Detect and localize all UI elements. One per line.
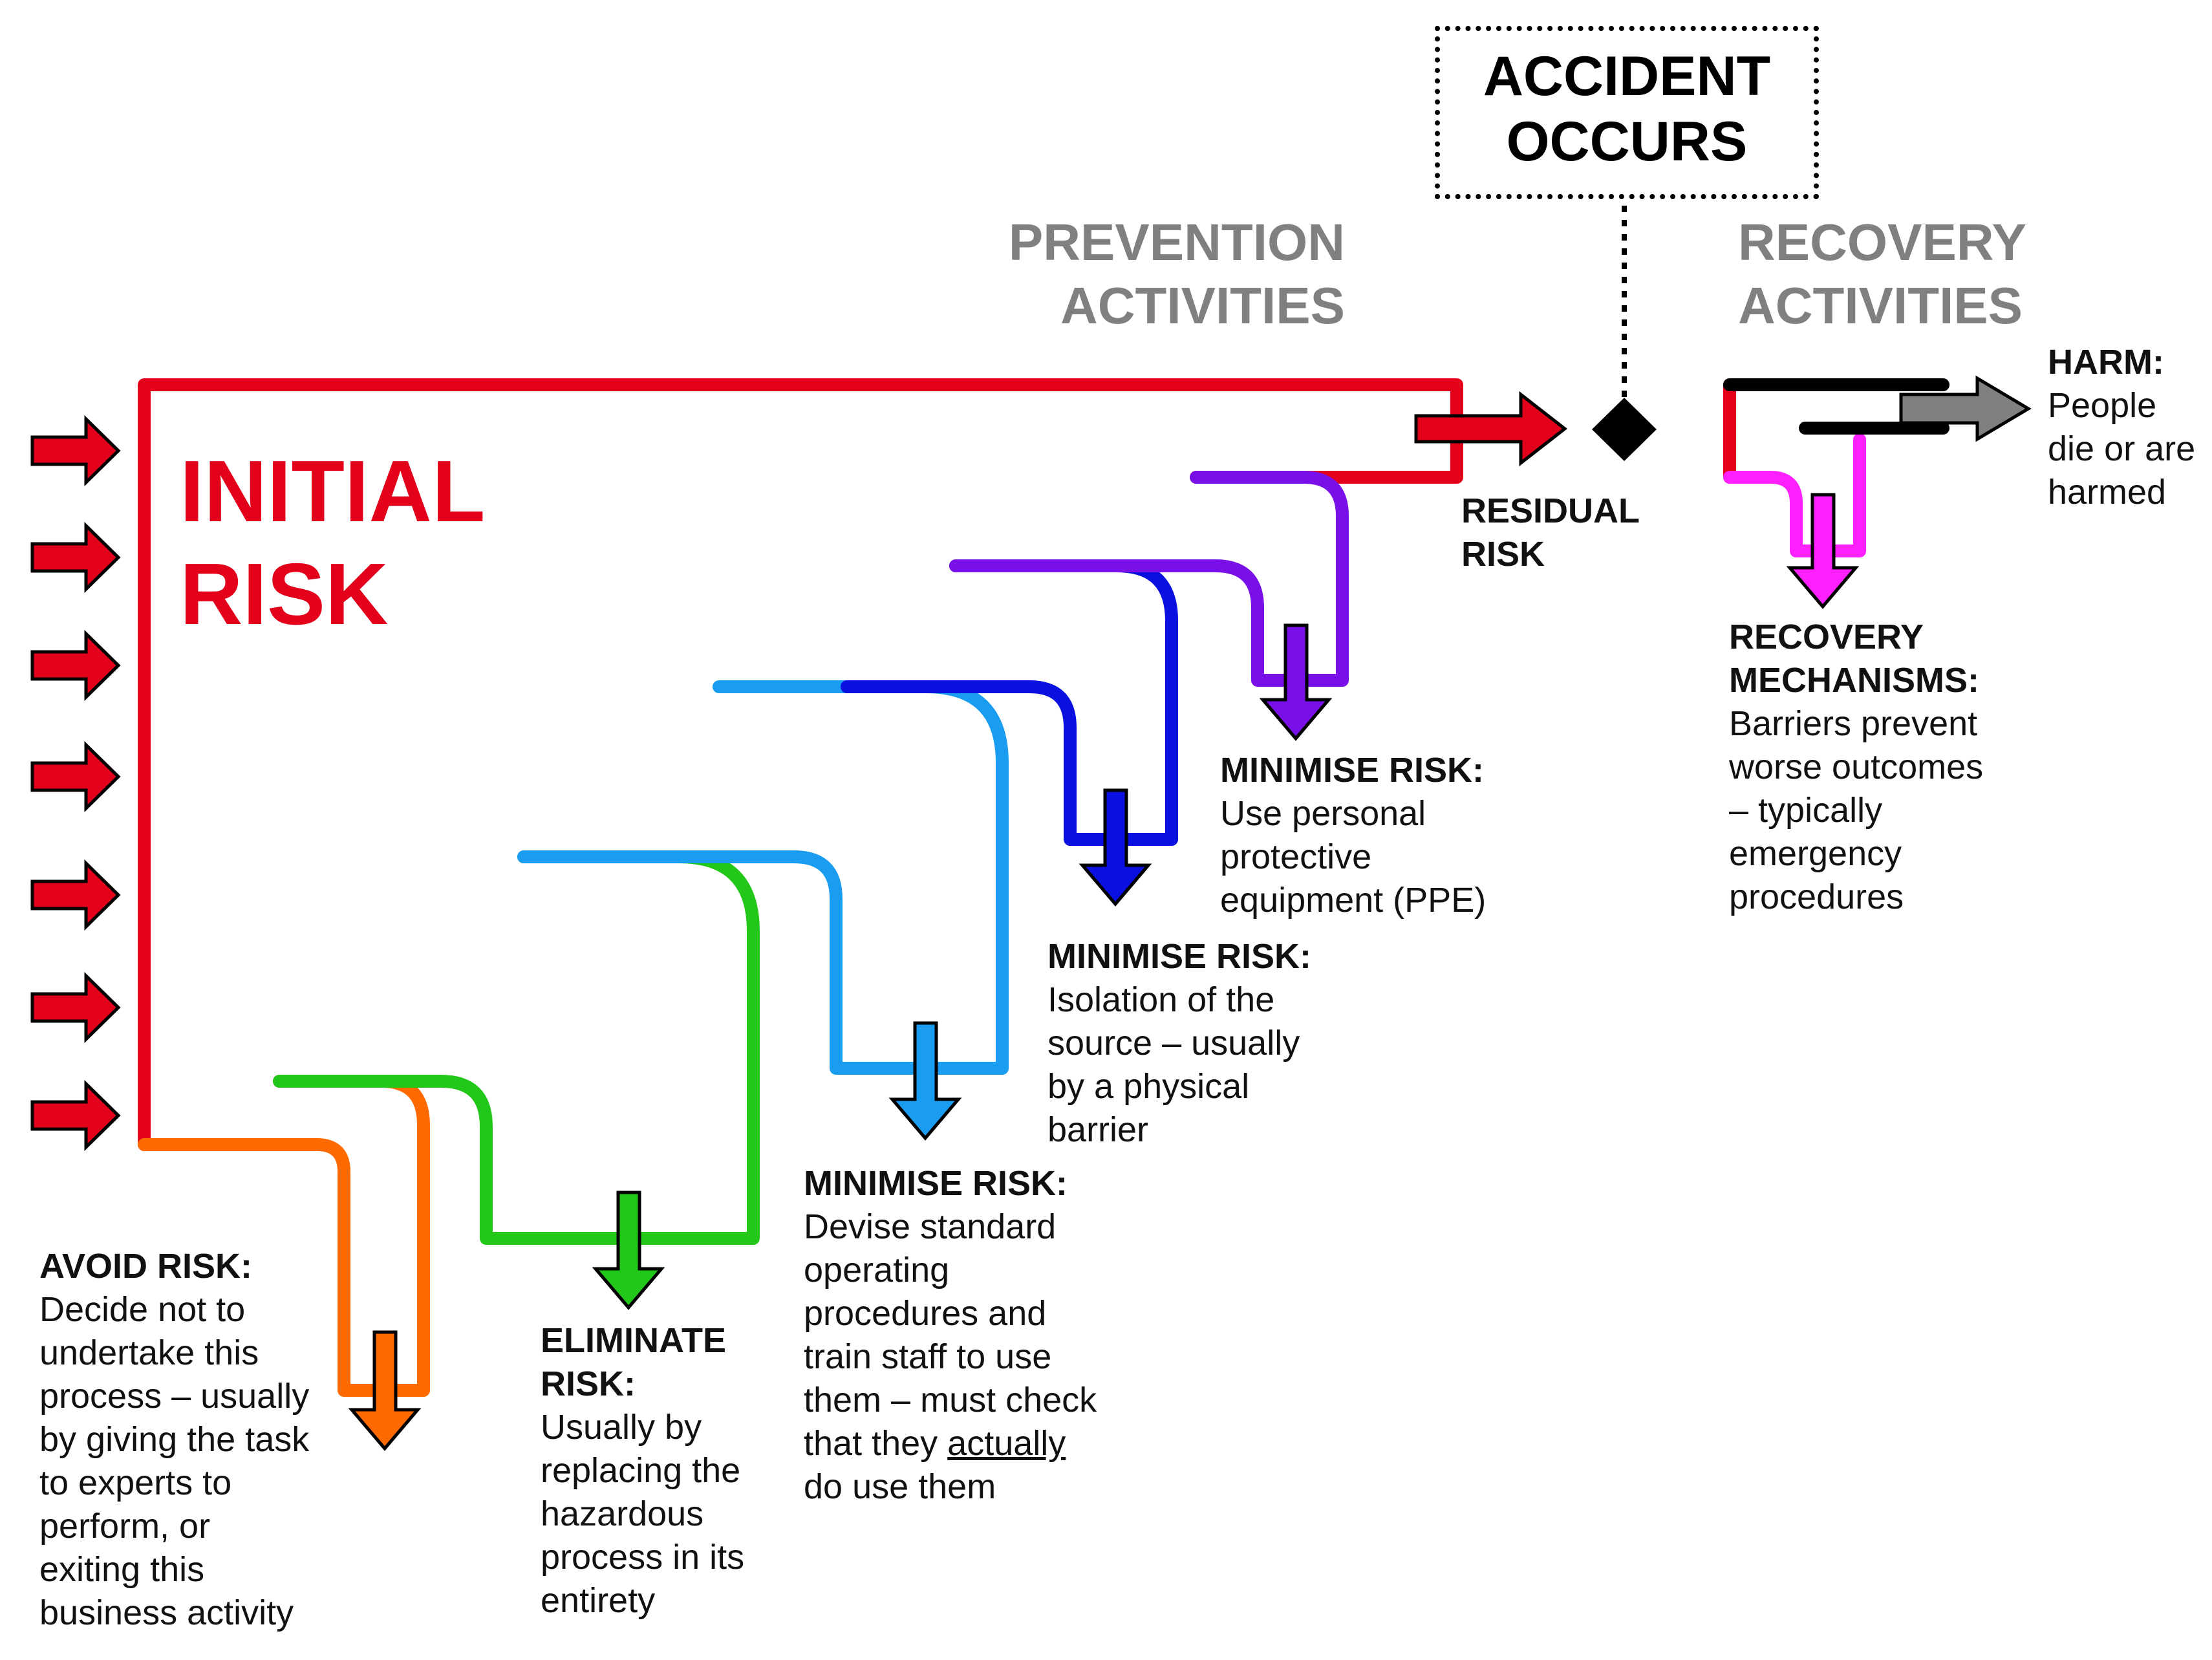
sop-line: them – must check [804, 1381, 1097, 1419]
recovery-activities-label: RECOVERY ACTIVITIES [1738, 211, 2026, 337]
eliminate-line: entirety [541, 1581, 656, 1620]
avoid-line: perform, or [39, 1507, 211, 1546]
isolation-line: barrier [1047, 1110, 1149, 1149]
isolation-text: MINIMISE RISK: Isolation of the source –… [1047, 935, 1311, 1152]
sop-heading: MINIMISE RISK: [804, 1164, 1068, 1203]
risk-input-arrow [30, 741, 121, 812]
eliminate-heading: ELIMINATE [541, 1321, 726, 1360]
sop-line: operating [804, 1251, 950, 1289]
sop-underlined-word: actually [947, 1424, 1066, 1463]
avoid-risk-arrow [348, 1330, 422, 1451]
risk-input-arrow [30, 630, 121, 701]
accident-label-line1: ACCIDENT [1483, 45, 1771, 107]
recovery-mechanisms-text: RECOVERY MECHANISMS: Barriers prevent wo… [1729, 616, 1983, 919]
prevention-line2: ACTIVITIES [1060, 276, 1345, 334]
isolation-line: Isolation of the [1047, 980, 1275, 1019]
accident-label-line2: OCCURS [1506, 111, 1748, 173]
risk-input-arrow [30, 1080, 121, 1151]
avoid-line: Decide not to [39, 1290, 246, 1329]
recovery-mechanisms-line: Barriers prevent [1729, 704, 1978, 743]
prevention-line1: PREVENTION [1008, 213, 1345, 271]
recovery-mechanisms-heading: RECOVERY [1729, 618, 1924, 656]
risk-input-arrow [30, 522, 121, 593]
ppe-heading: MINIMISE RISK: [1220, 751, 1485, 790]
ppe-line: equipment (PPE) [1220, 881, 1487, 920]
sop-line: train staff to use [804, 1337, 1052, 1376]
risk-input-arrow [30, 859, 121, 931]
accident-occurs-label: ACCIDENT OCCURS [1439, 44, 1815, 175]
harm-line: People [2048, 386, 2157, 425]
initial-risk-line [138, 378, 1463, 1151]
ppe-line: protective [1220, 837, 1372, 876]
prevention-activities-label: PREVENTION ACTIVITIES [957, 211, 1345, 337]
recovery-line2: ACTIVITIES [1738, 276, 2023, 334]
eliminate-heading: RISK: [541, 1364, 636, 1403]
harm-text: HARM: People die or are harmed [2048, 341, 2195, 514]
ppe-text: MINIMISE RISK: Use personal protective e… [1220, 749, 1486, 922]
initial-risk-line1: INITIAL [180, 442, 486, 540]
avoid-line: exiting this [39, 1550, 205, 1589]
avoid-line: process – usually [39, 1377, 310, 1416]
avoid-line: by giving the task [39, 1420, 310, 1459]
eliminate-risk-arrow [592, 1191, 665, 1310]
residual-risk-line1: RESIDUAL [1461, 491, 1640, 530]
isolation-line: source – usually [1047, 1024, 1300, 1062]
eliminate-text: ELIMINATE RISK: Usually by replacing the… [541, 1319, 744, 1622]
isolation-heading: MINIMISE RISK: [1047, 937, 1312, 976]
risk-input-arrow [30, 415, 121, 486]
eliminate-line: Usually by [541, 1408, 702, 1447]
recovery-mechanisms-arrow [1786, 493, 1860, 609]
risk-input-arrow [30, 972, 121, 1043]
accident-box [1435, 26, 1819, 199]
sop-line: do use them [804, 1467, 996, 1506]
sop-line: Devise standard [804, 1207, 1057, 1246]
eliminate-line: replacing the [541, 1451, 741, 1490]
sop-text: MINIMISE RISK: Devise standard operating… [804, 1162, 1097, 1509]
residual-risk-label: RESIDUAL RISK [1461, 490, 1640, 576]
residual-risk-arrow [1414, 391, 1568, 467]
eliminate-line: hazardous [541, 1494, 704, 1533]
harm-line: die or are [2048, 429, 2196, 468]
harm-arrow [1899, 375, 2032, 442]
avoid-line: undertake this [39, 1333, 259, 1372]
ppe-risk-arrow [1259, 623, 1333, 741]
recovery-mechanisms-line: – typically [1729, 791, 1883, 830]
avoid-line: to experts to [39, 1463, 232, 1502]
isolation-line: by a physical [1047, 1067, 1250, 1106]
recovery-mechanisms-line: emergency [1729, 834, 1902, 873]
sop-line: that they actually [804, 1422, 1097, 1465]
sop-line: procedures and [804, 1294, 1047, 1333]
recovery-line1: RECOVERY [1738, 213, 2027, 271]
recovery-mechanisms-heading: MECHANISMS: [1729, 661, 1979, 700]
isolation-risk-arrow [1079, 788, 1152, 907]
avoid-line: business activity [39, 1593, 294, 1632]
harm-line: harmed [2048, 473, 2167, 512]
sop-risk-arrow [888, 1021, 962, 1141]
ppe-line: Use personal [1220, 794, 1426, 833]
eliminate-line: process in its [541, 1538, 745, 1577]
recovery-mechanisms-line: procedures [1729, 878, 1904, 916]
residual-risk-line2: RISK [1461, 535, 1545, 574]
sop-risk-line [517, 680, 1009, 1075]
avoid-text: AVOID RISK: Decide not to undertake this… [39, 1245, 309, 1635]
harm-heading: HARM: [2048, 343, 2164, 382]
recovery-mechanisms-line: worse outcomes [1729, 748, 1984, 786]
accident-diamond [1592, 398, 1657, 461]
initial-risk-line2: RISK [180, 545, 389, 643]
recovery-mechanisms-line [1723, 433, 1866, 557]
sop-line-prefix: that they [804, 1424, 948, 1463]
initial-risk-label: INITIAL RISK [180, 440, 485, 646]
avoid-heading: AVOID RISK: [39, 1247, 253, 1286]
